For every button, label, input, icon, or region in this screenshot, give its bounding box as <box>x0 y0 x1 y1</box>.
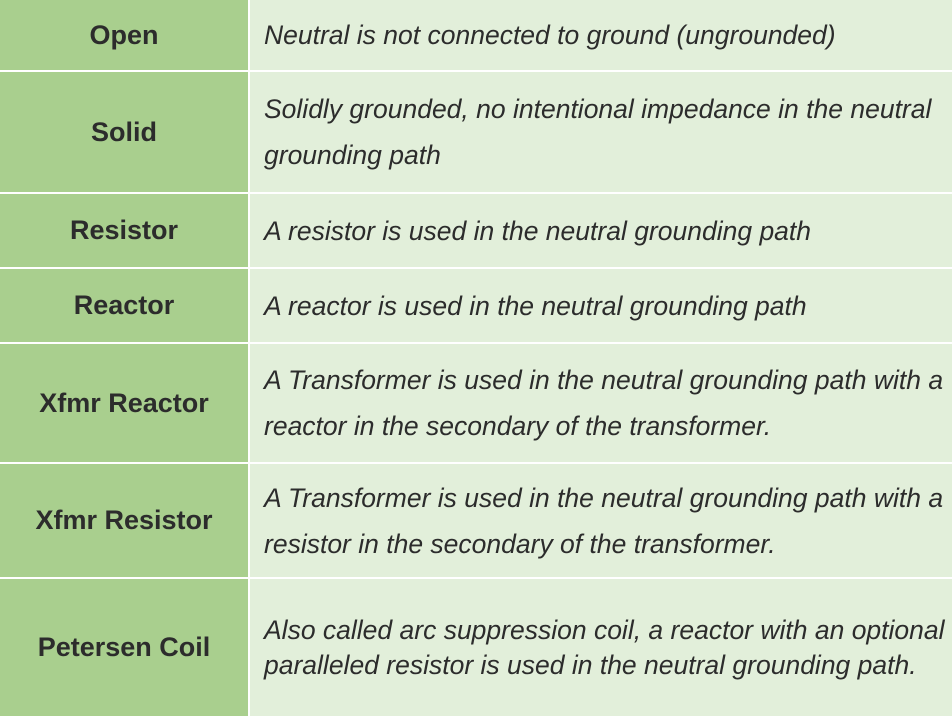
description-text: A Transformer is used in the neutral gro… <box>264 482 944 559</box>
description-text: Also called arc suppression coil, a reac… <box>264 614 945 680</box>
description-cell-solid: Solidly grounded, no intentional impedan… <box>249 71 952 194</box>
type-cell-open: Open <box>0 0 250 72</box>
type-cell-solid: Solid <box>0 71 250 194</box>
description-text: A resistor is used in the neutral ground… <box>264 215 812 246</box>
description-text: Solidly grounded, no intentional impedan… <box>264 94 932 170</box>
type-cell-xfmr-reactor: Xfmr Reactor <box>0 343 250 464</box>
description-text: A Transformer is used in the neutral gro… <box>264 365 944 441</box>
description-cell-xfmr-reactor: A Transformer is used in the neutral gro… <box>249 343 952 464</box>
table-row: Petersen Coil Also called arc suppressio… <box>0 578 952 716</box>
table-row: Open Neutral is not connected to ground … <box>0 0 952 72</box>
description-cell-petersen-coil: Also called arc suppression coil, a reac… <box>249 578 952 716</box>
table-row: Xfmr Resistor A Transformer is used in t… <box>0 463 952 579</box>
type-cell-reactor: Reactor <box>0 268 250 344</box>
description-cell-open: Neutral is not connected to ground (ungr… <box>249 0 952 72</box>
type-cell-xfmr-resistor: Xfmr Resistor <box>0 463 250 579</box>
description-text: A reactor is used in the neutral groundi… <box>264 290 807 321</box>
table-row: Xfmr Reactor A Transformer is used in th… <box>0 343 952 464</box>
table-row: Resistor A resistor is used in the neutr… <box>0 193 952 269</box>
type-cell-resistor: Resistor <box>0 193 250 269</box>
table-row: Reactor A reactor is used in the neutral… <box>0 268 952 344</box>
description-cell-resistor: A resistor is used in the neutral ground… <box>249 193 952 269</box>
description-text: Neutral is not connected to ground (ungr… <box>264 20 836 50</box>
table-row: Solid Solidly grounded, no intentional i… <box>0 71 952 194</box>
type-cell-petersen-coil: Petersen Coil <box>0 578 250 716</box>
description-cell-xfmr-resistor: A Transformer is used in the neutral gro… <box>249 463 952 579</box>
description-cell-reactor: A reactor is used in the neutral groundi… <box>249 268 952 344</box>
